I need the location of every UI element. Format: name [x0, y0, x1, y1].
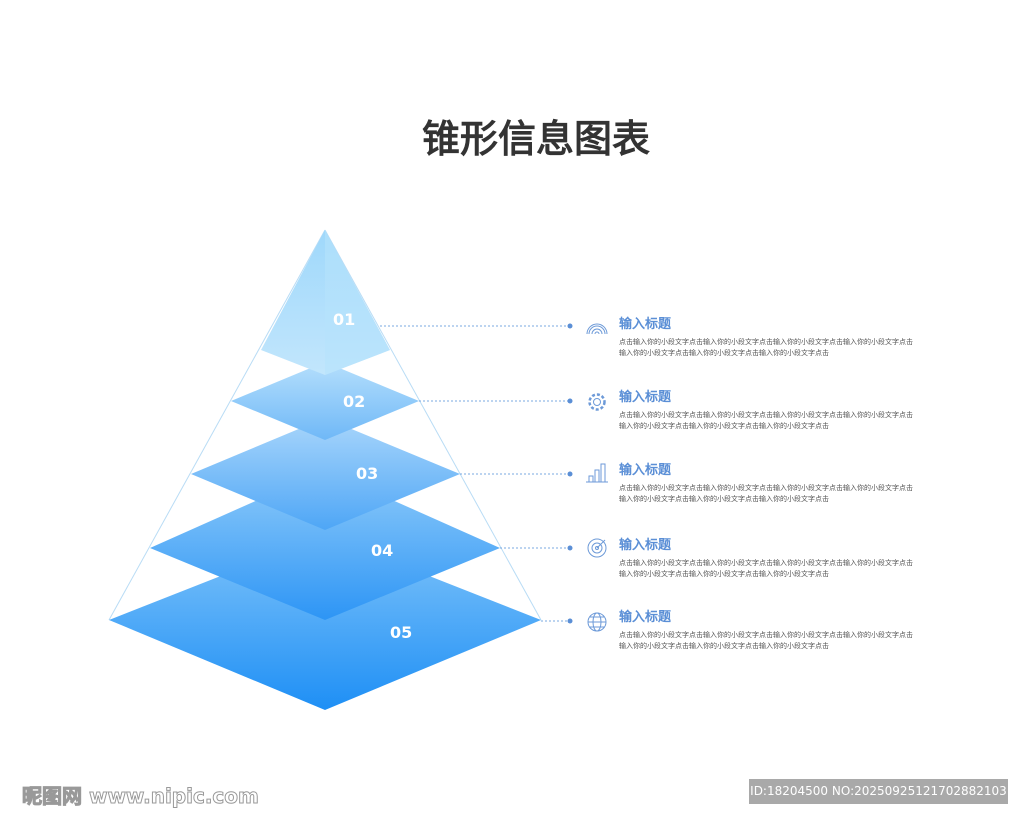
item-heading: 输入标题 — [619, 538, 672, 553]
connectors — [380, 325, 570, 622]
item-text: 点击输入你的小段文字点击输入你的小段文字点击输入你的小段文字点击输入你的小段文字… — [619, 484, 913, 503]
layer-number-1: 01 — [333, 310, 355, 329]
signal-icon — [586, 323, 608, 335]
item-text: 点击输入你的小段文字点击输入你的小段文字点击输入你的小段文字点击输入你的小段文字… — [619, 411, 913, 430]
pyramid-edge-right — [324, 229, 542, 621]
info-item-4: 输入标题点击输入你的小段文字点击输入你的小段文字点击输入你的小段文字点击输入你的… — [619, 537, 919, 579]
info-item-2: 输入标题点击输入你的小段文字点击输入你的小段文字点击输入你的小段文字点击输入你的… — [619, 389, 919, 431]
globe-icon — [587, 612, 607, 632]
layer-number-5: 05 — [390, 623, 412, 642]
layer-3 — [191, 418, 460, 530]
layer-number-4: 04 — [371, 541, 393, 560]
layer-2 — [231, 362, 419, 440]
info-item-5: 输入标题点击输入你的小段文字点击输入你的小段文字点击输入你的小段文字点击输入你的… — [619, 609, 919, 651]
item-text: 点击输入你的小段文字点击输入你的小段文字点击输入你的小段文字点击输入你的小段文字… — [619, 631, 913, 650]
page-title: 锥形信息图表 — [421, 117, 650, 161]
item-heading: 输入标题 — [619, 610, 672, 625]
item-heading: 输入标题 — [619, 463, 672, 478]
item-heading: 输入标题 — [619, 390, 672, 405]
item-text: 点击输入你的小段文字点击输入你的小段文字点击输入你的小段文字点击输入你的小段文字… — [619, 559, 913, 578]
item-text: 点击输入你的小段文字点击输入你的小段文字点击输入你的小段文字点击输入你的小段文字… — [619, 338, 913, 357]
pyramid-edge-left — [108, 229, 326, 621]
layer-number-3: 03 — [356, 464, 378, 483]
id-label: ID:18204500 NO:20250925121702882103 — [749, 779, 1008, 804]
gear-icon — [588, 393, 606, 411]
layer-5 — [109, 535, 541, 710]
target-icon — [587, 538, 607, 558]
layer-4 — [150, 470, 500, 620]
info-item-1: 输入标题点击输入你的小段文字点击输入你的小段文字点击输入你的小段文字点击输入你的… — [619, 316, 919, 358]
bar-chart-icon — [586, 463, 608, 483]
info-item-3: 输入标题点击输入你的小段文字点击输入你的小段文字点击输入你的小段文字点击输入你的… — [619, 462, 919, 504]
watermark: 昵图网 www.nipic.com — [22, 784, 260, 809]
item-heading: 输入标题 — [619, 317, 672, 332]
layer-number-2: 02 — [343, 392, 365, 411]
